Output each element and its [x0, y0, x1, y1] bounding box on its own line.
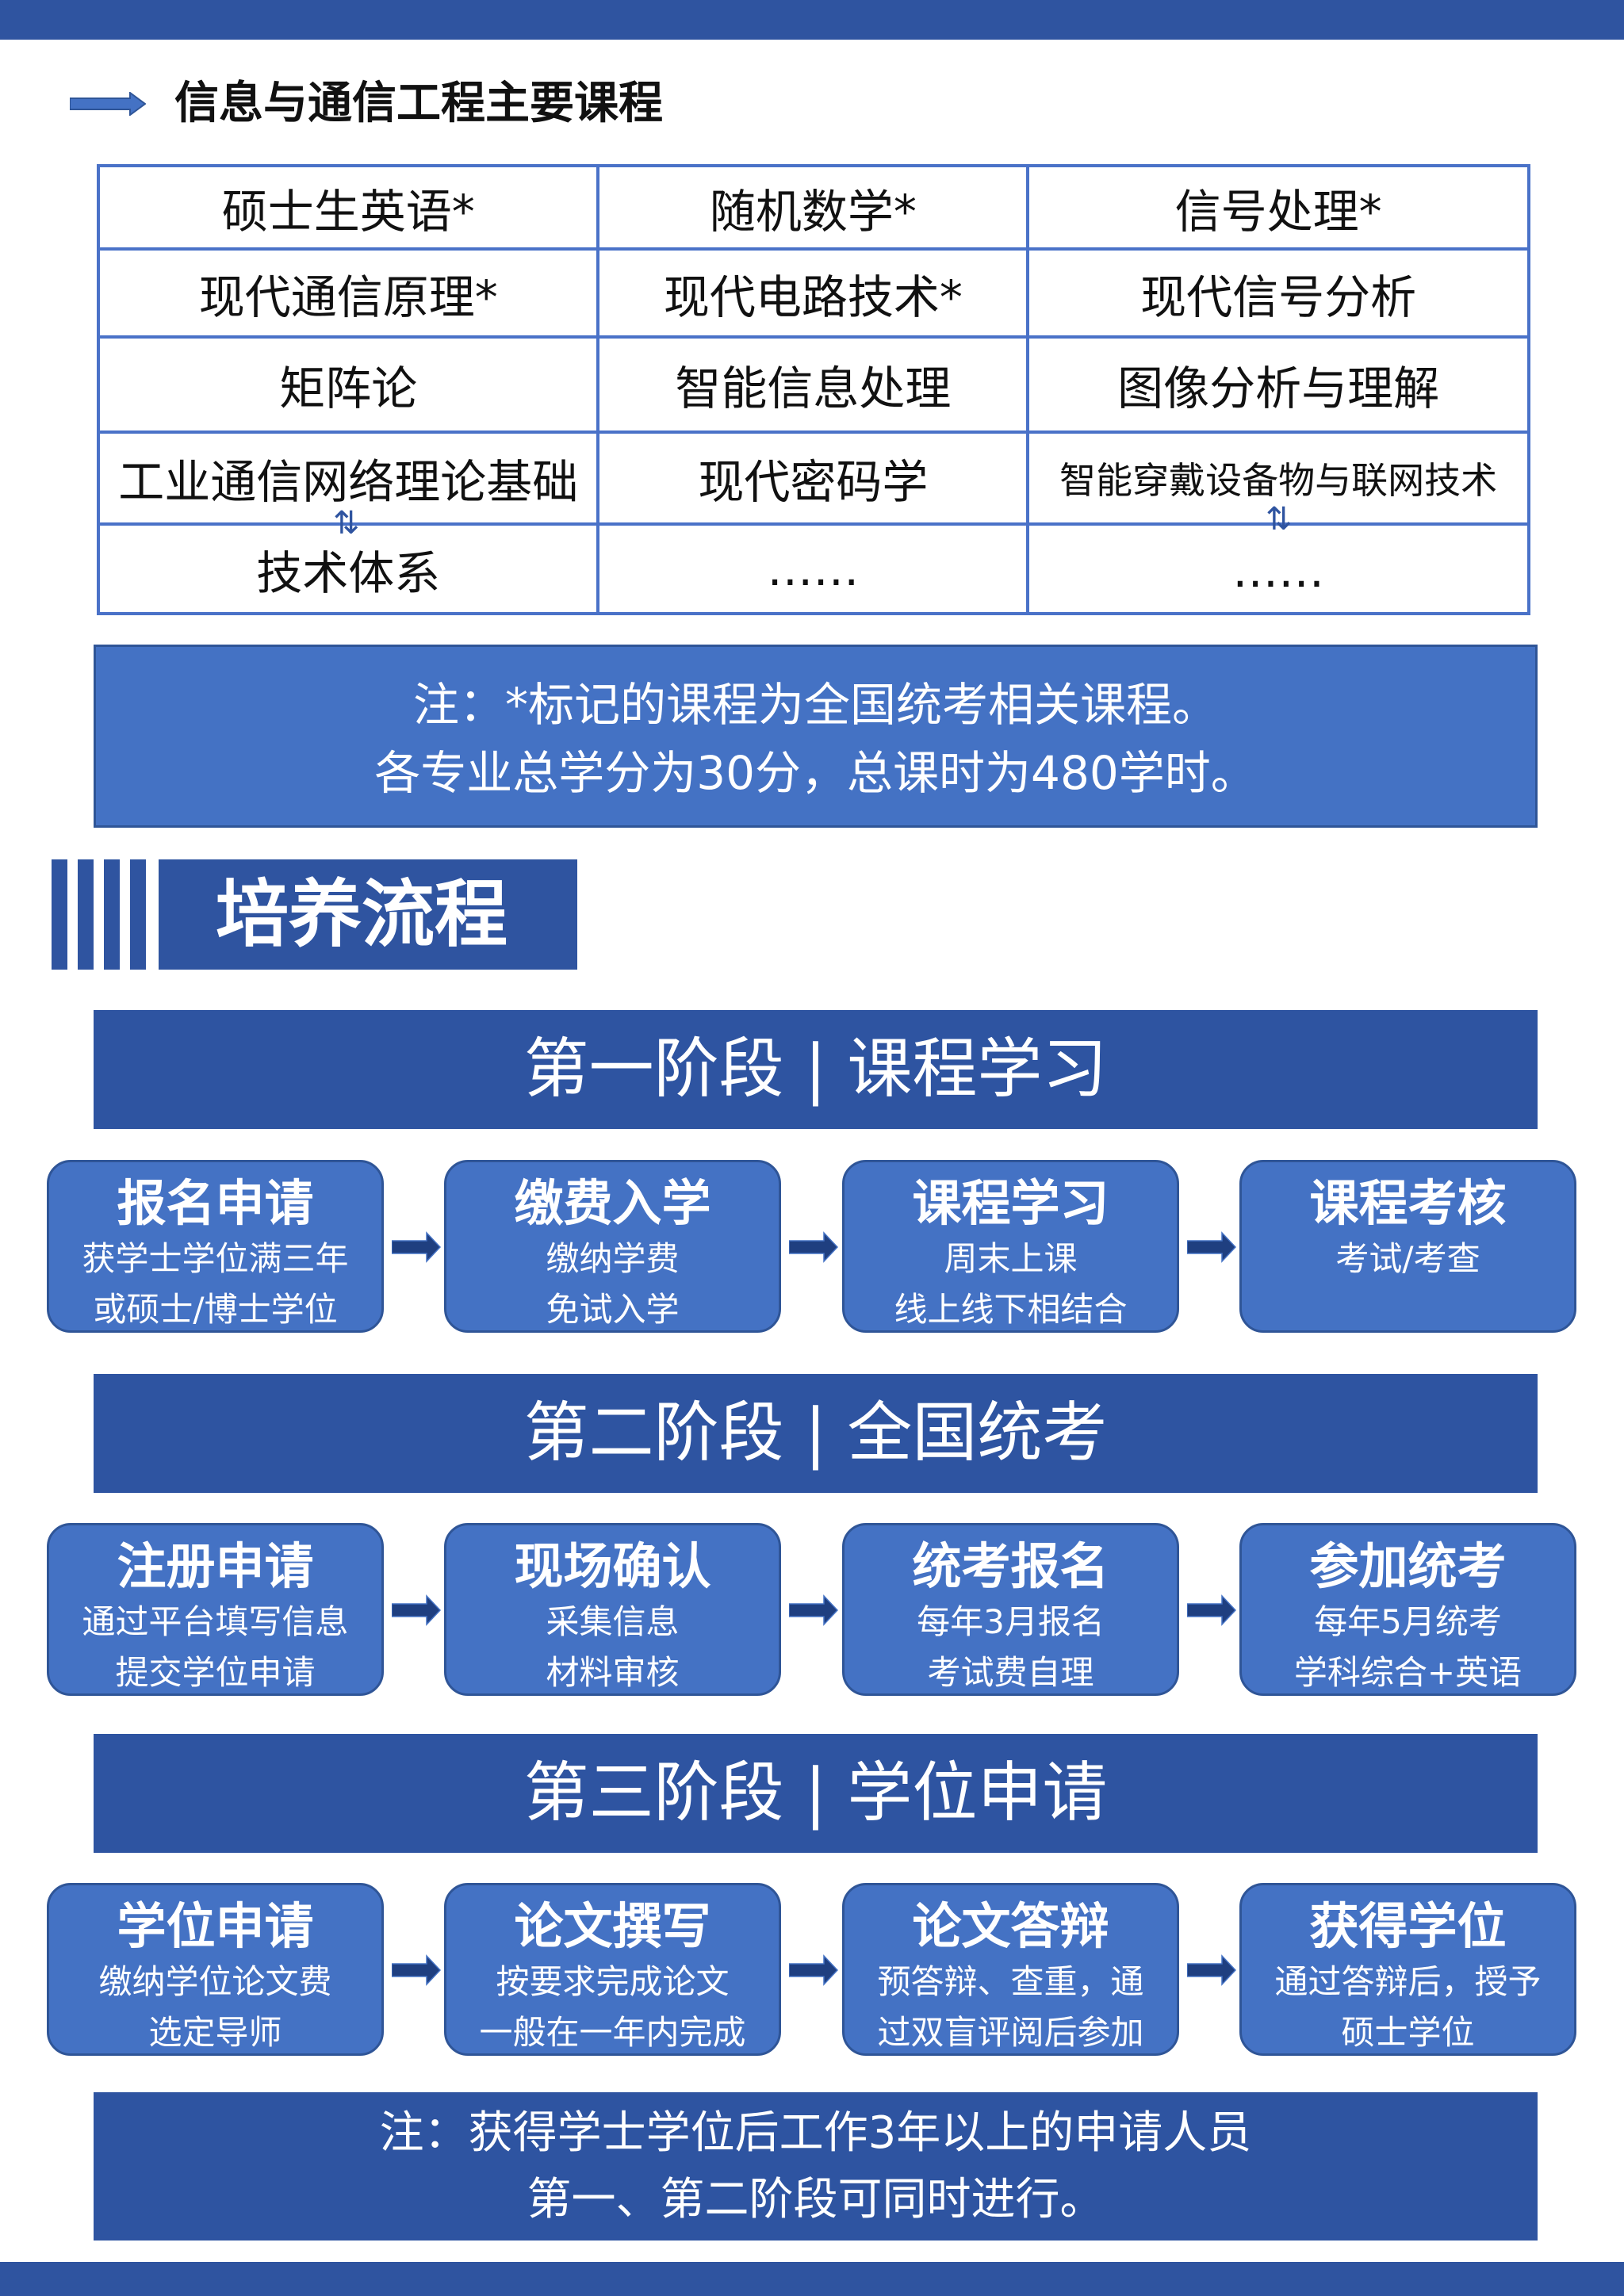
step-line: 采集信息: [546, 1602, 680, 1641]
step-line: 缴纳学位论文费: [98, 1962, 332, 2001]
course-cell: 现代信号分析: [1026, 247, 1530, 339]
course-cell: 工业通信网络理论基础: [96, 430, 600, 526]
bottom-banner: [0, 2262, 1624, 2296]
table-row: 硕士生英语*随机数学*信号处理*: [96, 164, 1530, 251]
arrow-right-icon: [1187, 1954, 1236, 1986]
updown-arrow-icon: ⇅: [333, 505, 360, 541]
step-line: 免试入学: [546, 1290, 680, 1329]
course-cell: 硕士生英语*: [96, 164, 600, 251]
step-title: 论文答辩: [912, 1897, 1109, 1955]
course-cell: ……: [1026, 522, 1530, 615]
step-title: 课程考核: [1309, 1174, 1507, 1232]
course-cell: 图像分析与理解: [1026, 335, 1530, 434]
step-box: 学位申请 缴纳学位论文费 选定导师: [47, 1883, 384, 2056]
step-title: 报名申请: [117, 1174, 314, 1232]
course-cell: 现代电路技术*: [596, 247, 1030, 339]
arrow-right-icon: [789, 1231, 838, 1263]
step-box: 课程考核 考试/考查: [1239, 1160, 1576, 1333]
note-line: 注：*标记的课程为全国统考相关课程。: [412, 678, 1218, 732]
process-note: 注：获得学士学位后工作3年以上的申请人员 第一、第二阶段可同时进行。: [94, 2092, 1538, 2241]
step-box: 注册申请 通过平台填写信息 提交学位申请: [47, 1523, 384, 1696]
step-box: 统考报名 每年3月报名 考试费自理: [842, 1523, 1179, 1696]
top-banner: [0, 0, 1624, 40]
step-line: 按要求完成论文: [496, 1962, 730, 2001]
step-title: 课程学习: [912, 1174, 1109, 1232]
note-line: 各专业总学分为30分，总课时为480学时。: [374, 746, 1257, 800]
step-line: 每年3月报名: [917, 1602, 1105, 1641]
step-box: 现场确认 采集信息 材料审核: [444, 1523, 781, 1696]
table-row: 技术体系…………: [96, 522, 1530, 615]
arrow-right-icon: [70, 92, 146, 116]
step-line: 周末上课: [944, 1239, 1078, 1278]
step-title: 获得学位: [1309, 1897, 1507, 1955]
step-title: 参加统考: [1309, 1537, 1507, 1595]
course-cell: 随机数学*: [596, 164, 1030, 251]
course-cell: 智能穿戴设备物与联网技术: [1026, 430, 1530, 526]
step-title: 缴费入学: [514, 1174, 711, 1232]
step-box: 缴费入学 缴纳学费 免试入学: [444, 1160, 781, 1333]
step-line: 提交学位申请: [115, 1653, 316, 1692]
course-cell: 矩阵论: [96, 335, 600, 434]
arrow-right-icon: [789, 1954, 838, 1986]
step-box: 论文答辩 预答辩、查重，通 过双盲评阅后参加: [842, 1883, 1179, 2056]
arrow-right-icon: [1187, 1594, 1236, 1626]
step-line: 预答辩、查重，通: [877, 1962, 1144, 2001]
step-line: 硕士学位: [1341, 2013, 1475, 2052]
course-cell: ……: [596, 522, 1030, 615]
step-box: 参加统考 每年5月统考 学科综合+英语: [1239, 1523, 1576, 1696]
section-bars-decoration: [52, 859, 156, 970]
step-line: 材料审核: [546, 1653, 680, 1692]
step-title: 现场确认: [514, 1537, 711, 1595]
table-row: 矩阵论智能信息处理图像分析与理解: [96, 335, 1530, 434]
arrow-right-icon: [392, 1594, 441, 1626]
step-line: 考试/考查: [1335, 1239, 1480, 1278]
course-cell: 现代通信原理*: [96, 247, 600, 339]
section-title: 培养流程: [159, 859, 577, 970]
step-line: 线上线下相结合: [894, 1290, 1128, 1329]
step-box: 论文撰写 按要求完成论文 一般在一年内完成: [444, 1883, 781, 2056]
course-cell: 智能信息处理: [596, 335, 1030, 434]
course-cell: 技术体系: [96, 522, 600, 615]
step-title: 学位申请: [117, 1897, 314, 1955]
table-row: 现代通信原理*现代电路技术*现代信号分析: [96, 247, 1530, 339]
note-line: 注：获得学士学位后工作3年以上的申请人员: [379, 2107, 1252, 2159]
step-title: 注册申请: [117, 1537, 314, 1595]
step-box: 课程学习 周末上课 线上线下相结合: [842, 1160, 1179, 1333]
courses-note: 注：*标记的课程为全国统考相关课程。 各专业总学分为30分，总课时为480学时。: [94, 645, 1538, 828]
step-line: 或硕士/博士学位: [93, 1290, 338, 1329]
step-line: 通过答辩后，授予: [1274, 1962, 1542, 2001]
course-cell: 信号处理*: [1026, 164, 1530, 251]
step-title: 统考报名: [912, 1537, 1109, 1595]
stage-banner: 第一阶段 | 课程学习: [94, 1010, 1538, 1129]
step-line: 过双盲评阅后参加: [877, 2013, 1144, 2052]
stage-banner: 第二阶段 | 全国统考: [94, 1374, 1538, 1493]
step-line: 通过平台填写信息: [82, 1602, 349, 1641]
stage-banner: 第三阶段 | 学位申请: [94, 1734, 1538, 1853]
step-line: 一般在一年内完成: [479, 2013, 746, 2052]
step-box: 报名申请 获学士学位满三年 或硕士/博士学位: [47, 1160, 384, 1333]
courses-table: 硕士生英语*随机数学*信号处理*现代通信原理*现代电路技术*现代信号分析矩阵论智…: [96, 164, 1530, 615]
arrow-right-icon: [392, 1231, 441, 1263]
arrow-right-icon: [392, 1954, 441, 1986]
step-line: 考试费自理: [927, 1653, 1094, 1692]
arrow-right-icon: [1187, 1231, 1236, 1263]
step-box: 获得学位 通过答辩后，授予 硕士学位: [1239, 1883, 1576, 2056]
note-line: 第一、第二阶段可同时进行。: [527, 2174, 1105, 2225]
step-line: 缴纳学费: [546, 1239, 680, 1278]
updown-arrow-icon: ⇅: [1266, 501, 1293, 538]
step-line: 每年5月统考: [1314, 1602, 1502, 1641]
courses-heading: 信息与通信工程主要课程: [174, 78, 663, 129]
step-line: 获学士学位满三年: [82, 1239, 349, 1278]
step-line: 选定导师: [148, 2013, 282, 2052]
step-title: 论文撰写: [514, 1897, 711, 1955]
arrow-right-icon: [789, 1594, 838, 1626]
course-cell: 现代密码学: [596, 430, 1030, 526]
table-row: 工业通信网络理论基础现代密码学智能穿戴设备物与联网技术: [96, 430, 1530, 526]
step-line: 学科综合+英语: [1293, 1653, 1522, 1692]
